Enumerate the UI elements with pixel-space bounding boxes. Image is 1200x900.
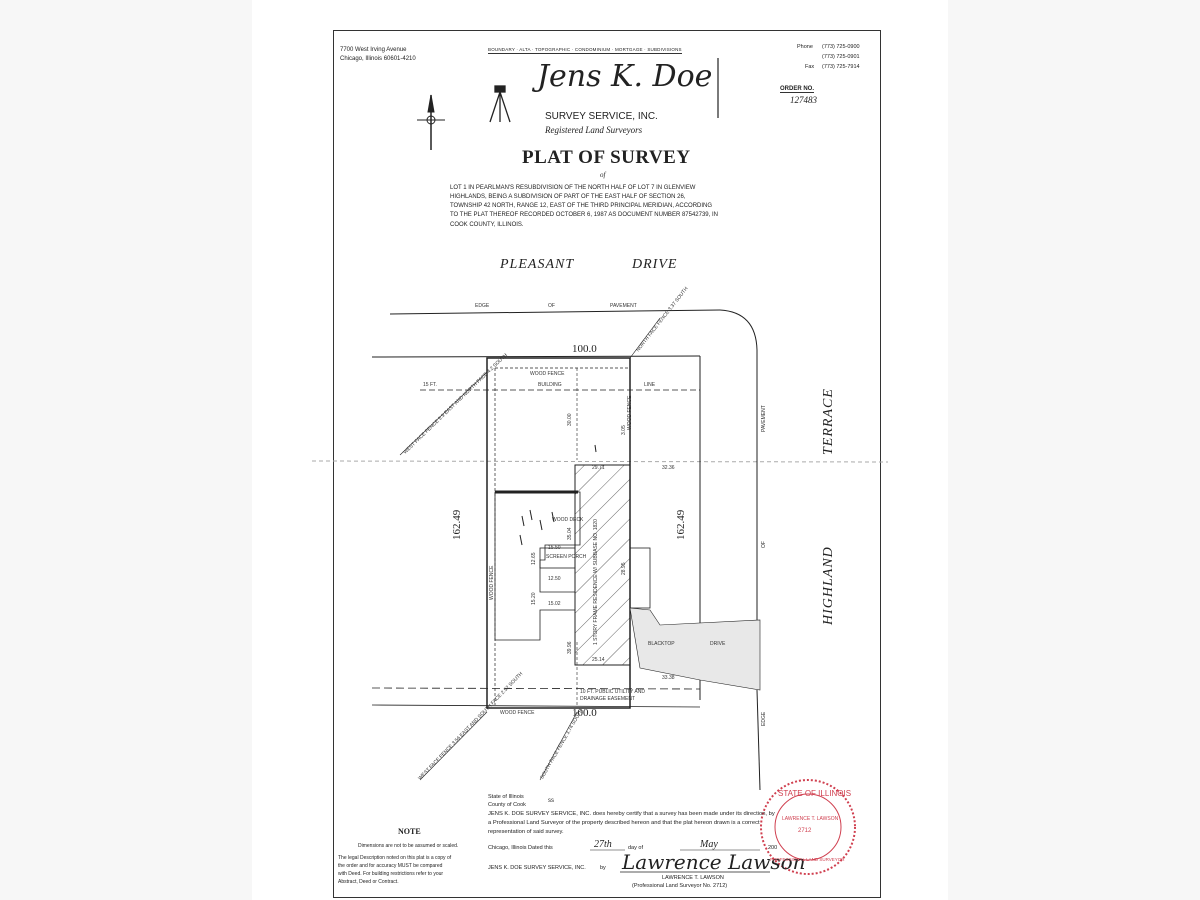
note-heading: NOTE <box>398 827 421 836</box>
signer-name: LAWRENCE T. LAWSON <box>662 875 724 881</box>
line-word: LINE <box>644 382 656 388</box>
dim-15-02: 15.02 <box>548 601 561 607</box>
dim-25-14: 25.14 <box>592 657 605 663</box>
ss-mark: ss <box>548 798 554 804</box>
edge-right: EDGE <box>761 711 767 726</box>
dim-bottom: 100.0 <box>572 707 597 719</box>
company-subtitle: Registered Land Surveyors <box>545 125 643 135</box>
dim-39-96: 39.96 <box>567 641 573 654</box>
of-right: OF <box>761 541 767 548</box>
wood-fence-top: WOOD FENCE <box>530 371 565 377</box>
dim-top: 100.0 <box>572 343 597 355</box>
state-line1: State of Illinois <box>488 794 524 800</box>
seal-middle: LAWRENCE T. LAWSON <box>782 816 839 822</box>
company-signature: Jens K. Doe <box>537 59 713 94</box>
legal-line-1: LOT 1 IN PEARLMAN'S RESUBDIVISION OF THE… <box>450 185 696 191</box>
note-line3: the order and for accuracy MUST be compa… <box>338 863 443 869</box>
dim-right: 162.49 <box>675 509 687 540</box>
seal-number: 2712 <box>798 828 812 834</box>
note-line4: with Deed. For building restrictions ref… <box>338 871 444 877</box>
cert-line2: a Professional Land Surveyor of the prop… <box>488 820 760 826</box>
title-of: of <box>600 171 606 179</box>
dim-29-71: 29.71 <box>592 465 605 471</box>
dim-35-04: 35.04 <box>567 527 573 540</box>
drive-label: DRIVE <box>710 641 726 647</box>
building-word: BUILDING <box>538 382 562 388</box>
order-label: ORDER NO. <box>780 86 815 93</box>
day-value: 27th <box>594 839 612 850</box>
wood-fence-right: WOOD FENCE <box>627 395 633 430</box>
fax-label: Fax <box>805 64 815 70</box>
signer-title: (Professional Land Surveyor No. 2712) <box>632 883 728 889</box>
dim-30-00: 30.00 <box>567 413 573 426</box>
address-line1: 7700 West Irving Avenue <box>340 47 407 53</box>
edge-of-pavement-2: OF <box>548 303 555 309</box>
company-name: SURVEY SERVICE, INC. <box>545 111 658 122</box>
note-line5: Abstract, Deed or Contract. <box>338 879 399 885</box>
dim-12-65: 12.65 <box>531 552 537 565</box>
wood-deck: WOOD DECK <box>552 517 584 523</box>
sign-by: by <box>600 865 606 871</box>
surveyor-signature: Lawrence Lawson <box>622 850 806 874</box>
sign-company: JENS K. DOE SURVEY SERVICE, INC. <box>488 865 586 871</box>
north-arrow-icon <box>417 94 445 150</box>
fax-number: (773) 725-7914 <box>822 64 860 70</box>
legal-line-3: TOWNSHIP 42 NORTH, RANGE 12, EAST OF THE… <box>450 203 713 209</box>
dim-3-05: 3.05 <box>621 425 627 435</box>
seal-bottom: PROFESSIONAL LAND SURVEYOR <box>770 857 845 862</box>
edge-of-pavement-1: EDGE <box>475 303 490 309</box>
edge-of-pavement-3: PAVEMENT <box>610 303 637 309</box>
street-drive: DRIVE <box>632 257 678 272</box>
dated-label: Chicago, Illinois Dated this <box>488 845 553 851</box>
street-pleasant: PLEASANT <box>500 257 575 272</box>
residence-label: 1 STORY FRAME RESIDENCE W/ SUBBASE NO. 1… <box>593 519 599 645</box>
blacktop-label: BLACKTOP <box>648 641 675 647</box>
dim-28-95: 28.95 <box>621 562 627 575</box>
phone-2: (773) 725-0901 <box>822 54 860 60</box>
legal-line-2: HIGHLANDS, BEING A SUBDIVISION OF PART O… <box>450 194 686 200</box>
month-value: May <box>700 839 718 850</box>
screen-porch: SCREEN PORCH <box>546 554 587 560</box>
note-line2: The legal Description noted on this plat… <box>338 855 452 861</box>
wood-fence-left: WOOD FENCE <box>489 565 495 600</box>
services-banner: BOUNDARY · ALTA · TOPOGRAPHIC · CONDOMIN… <box>488 47 682 54</box>
year-suffix: 200 <box>768 845 778 851</box>
seal-top: STATE OF ILLINOIS <box>778 789 852 798</box>
cert-line3: representation of said survey. <box>488 829 564 835</box>
phone-1: (773) 725-0900 <box>822 44 860 50</box>
address-line2: Chicago, Illinois 60601-4210 <box>340 56 416 62</box>
note-line1: Dimensions are not to be assumed or scal… <box>358 843 459 849</box>
dim-32-36: 32.36 <box>662 465 675 471</box>
dim-left: 162.49 <box>451 509 463 540</box>
plat-paper <box>333 30 881 898</box>
order-number: 127483 <box>790 95 817 105</box>
tripod-icon <box>489 85 511 123</box>
building-line-ft: 15 FT. <box>423 382 437 388</box>
pavement-right: PAVEMENT <box>761 405 767 432</box>
street-terrace: TERRACE <box>821 388 836 455</box>
legal-line-5: COOK COUNTY, ILLINOIS. <box>450 222 524 228</box>
dim-15-50: 15.50 <box>548 545 561 551</box>
phone-label: Phone <box>797 44 813 50</box>
cert-line1: JENS K. DOE SURVEY SERVICE, INC. does he… <box>488 811 775 817</box>
state-line2: County of Cook <box>488 802 526 808</box>
dim-12-50: 12.50 <box>548 576 561 582</box>
state-seal-icon <box>760 779 856 875</box>
day-of: day of <box>628 845 643 851</box>
easement-line1: 10 FT. PUBLIC UTILITY AND <box>580 689 645 695</box>
easement-line2: DRAINAGE EASEMENT <box>580 696 636 702</box>
street-highland: HIGHLAND <box>821 546 836 625</box>
dim-15-20: 15.20 <box>531 592 537 605</box>
wood-fence-bottom: WOOD FENCE <box>500 710 535 716</box>
document-title: PLAT OF SURVEY <box>522 147 691 168</box>
legal-line-4: TO THE PLAT THEREOF RECORDED OCTOBER 6, … <box>450 212 718 218</box>
dim-33-38: 33.38 <box>662 675 675 681</box>
